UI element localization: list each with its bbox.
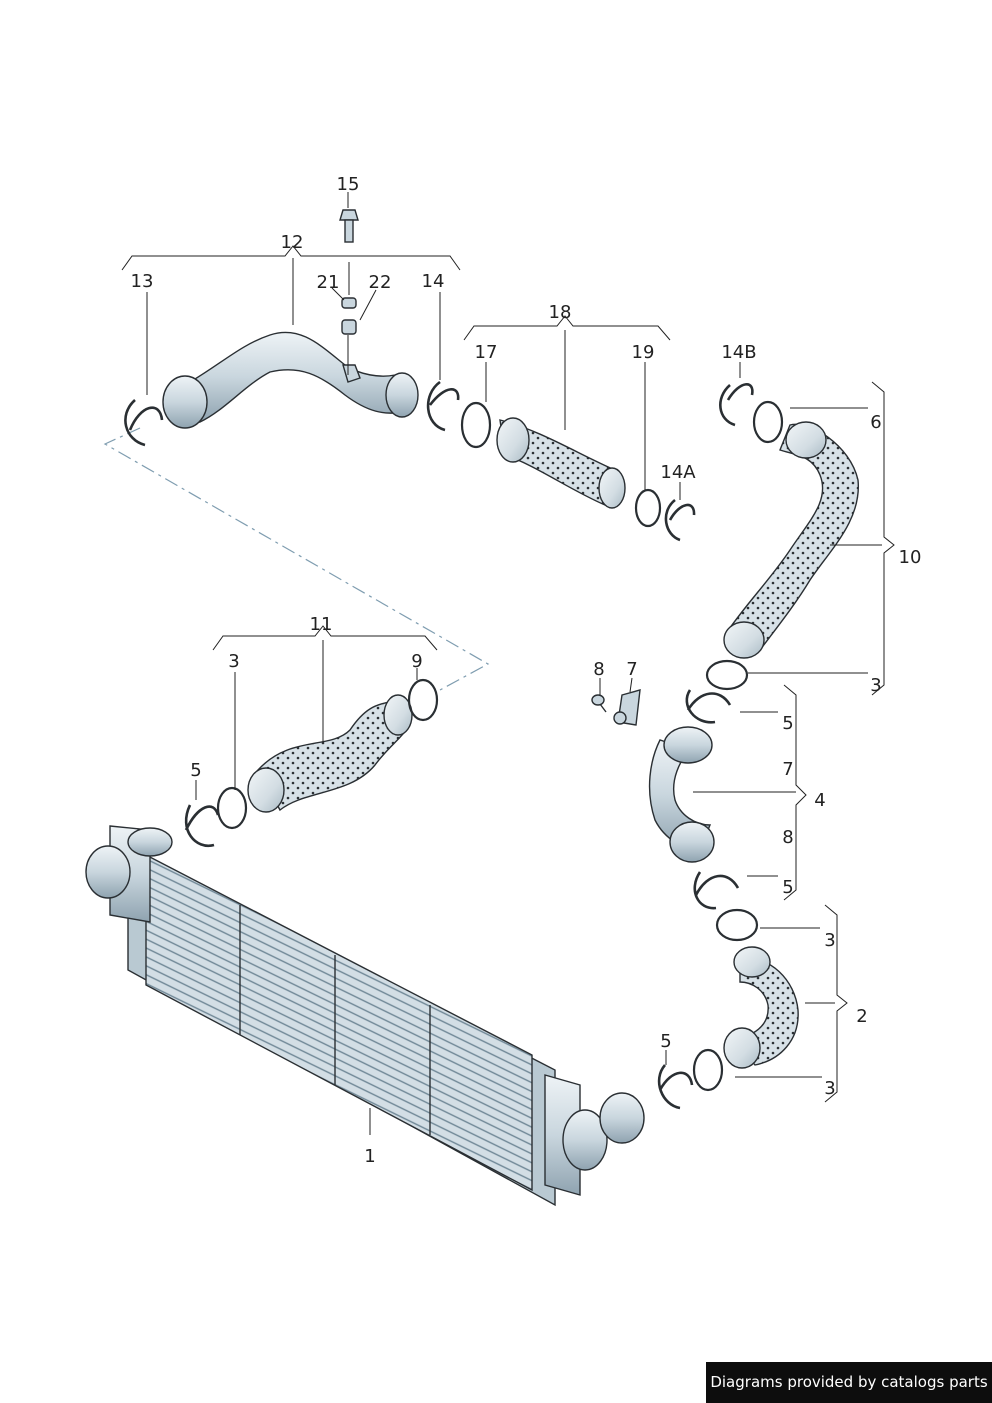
pressure-sensor-7 xyxy=(613,689,641,726)
clip-5-right-bottom xyxy=(657,1064,694,1110)
callout-3-right-top: 3 xyxy=(870,675,881,696)
clip-14a xyxy=(664,498,696,542)
callout-4: 4 xyxy=(814,790,825,811)
callout-14a: 14A xyxy=(660,462,696,483)
callout-6: 6 xyxy=(870,412,881,433)
callout-15: 15 xyxy=(337,174,360,195)
screw-8 xyxy=(591,694,607,713)
callout-21: 21 xyxy=(317,272,340,293)
callout-18: 18 xyxy=(549,302,572,323)
ring-19 xyxy=(634,488,662,528)
leader-lines xyxy=(146,192,882,1135)
pipe-12-end-left xyxy=(162,375,208,429)
hose-18-end-left xyxy=(496,417,530,463)
callout-10: 10 xyxy=(899,547,922,568)
bolt-15 xyxy=(339,209,359,243)
credit-banner: Diagrams provided by catalogs parts xyxy=(706,1362,992,1403)
hose-18-end-right xyxy=(598,467,626,509)
callout-13: 13 xyxy=(131,271,154,292)
intercooler xyxy=(85,825,645,1207)
pipe-4-end-bottom xyxy=(669,821,715,863)
hose-2-end-top xyxy=(733,946,771,978)
hose-2-end-bottom xyxy=(723,1027,761,1069)
callout-5-left: 5 xyxy=(190,760,201,781)
callout-3-right-mid: 3 xyxy=(824,930,835,951)
callout-22: 22 xyxy=(369,272,392,293)
assembly-dash-line xyxy=(103,427,490,691)
callout-9: 9 xyxy=(411,651,422,672)
clip-14 xyxy=(426,380,460,432)
ring-3-right-bottom xyxy=(692,1048,724,1092)
pipe-4-end-top xyxy=(663,726,713,764)
callout-3-left: 3 xyxy=(228,651,239,672)
callout-12: 12 xyxy=(281,232,304,253)
ring-3-right-top xyxy=(705,659,749,691)
callout-5-right-bottom: 5 xyxy=(660,1031,671,1052)
hose-10 xyxy=(723,423,859,651)
callout-14b: 14B xyxy=(721,342,756,363)
clip-13 xyxy=(124,399,164,447)
callout-labels: 15 12 13 21 22 14 18 17 19 14B 6 14A 10 … xyxy=(131,174,922,1167)
callout-5-right-top: 5 xyxy=(782,713,793,734)
callout-17: 17 xyxy=(475,342,498,363)
braces xyxy=(121,245,895,1103)
hose-11-end-lower xyxy=(247,767,285,813)
ring-9 xyxy=(407,678,439,722)
callout-7-top: 7 xyxy=(626,659,637,680)
callout-11: 11 xyxy=(310,614,333,635)
callout-3-right-bottom: 3 xyxy=(824,1078,835,1099)
clip-14b xyxy=(719,383,754,427)
hose-10-end-top xyxy=(785,421,827,459)
washer-21 xyxy=(341,297,357,309)
ring-17 xyxy=(460,401,492,449)
clip-5-right-mid xyxy=(693,871,740,910)
nut-22 xyxy=(341,319,357,335)
callout-8-top: 8 xyxy=(593,659,604,680)
clip-5-right-top xyxy=(685,689,732,724)
hose-10-end-bottom xyxy=(723,621,765,659)
callout-2: 2 xyxy=(856,1006,867,1027)
ring-6 xyxy=(752,400,784,444)
callout-19: 19 xyxy=(632,342,655,363)
hose-11-end-upper xyxy=(383,694,413,736)
pipe-12-end-right xyxy=(385,372,419,418)
ring-3-right-mid xyxy=(715,908,759,942)
callout-5-right-mid: 5 xyxy=(782,877,793,898)
callout-7-right: 7 xyxy=(782,759,793,780)
clip-5-left xyxy=(184,804,220,848)
callout-8-right: 8 xyxy=(782,827,793,848)
callout-14: 14 xyxy=(422,271,445,292)
pipe-12 xyxy=(184,331,411,423)
bracket-pipe-12 xyxy=(342,364,361,383)
ring-3-left xyxy=(216,786,248,830)
callout-1: 1 xyxy=(364,1146,375,1167)
